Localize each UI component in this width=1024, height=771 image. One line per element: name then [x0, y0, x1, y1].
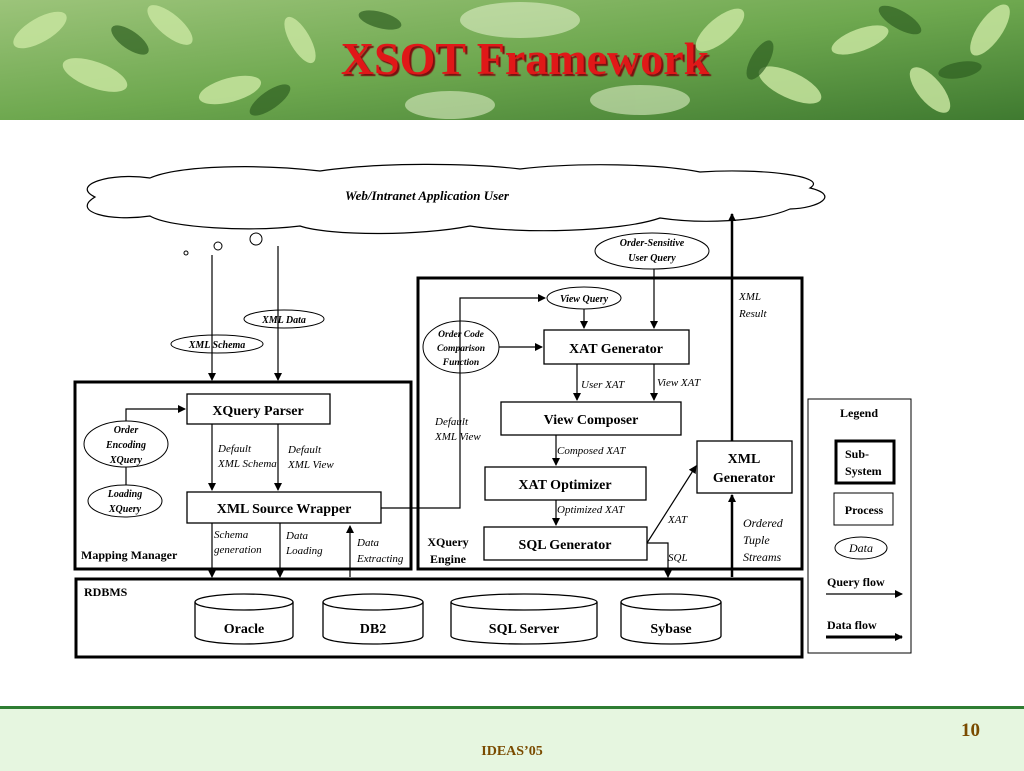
- legend: Legend Sub- System Process Data Query fl…: [807, 398, 912, 654]
- legend-title: Legend: [840, 406, 878, 420]
- legend-process-swatch: [833, 492, 894, 526]
- process-xml-source-wrapper: XML Source Wrapper: [186, 491, 382, 524]
- slide-title: XSOT Framework: [340, 33, 710, 84]
- database-label: Sybase: [650, 622, 691, 637]
- process-label: XQuery Parser: [212, 404, 303, 419]
- legend-data-swatch: [834, 536, 888, 560]
- xquery-engine-label-2: Engine: [430, 552, 467, 566]
- leaf-background-image: [0, 0, 1024, 120]
- edge-label: SQL: [668, 552, 688, 564]
- xquery-engine-box: [416, 276, 804, 571]
- data-order-sensitive-user-query: Order-Sensitive User Query: [594, 232, 710, 270]
- data-label: XML Data: [261, 315, 306, 326]
- process-label: XAT Optimizer: [518, 478, 611, 493]
- mapping-manager-label: Mapping Manager: [81, 548, 178, 562]
- database-label: Oracle: [224, 622, 264, 637]
- edge-label: View XAT: [657, 377, 701, 389]
- edge-label: XML: [738, 291, 761, 303]
- data-label: User Query: [628, 253, 676, 264]
- edge-label: Data: [356, 537, 380, 549]
- edge-label: Data: [285, 530, 309, 542]
- mapping-manager-box: [73, 380, 413, 571]
- footer-bar: [0, 706, 1024, 771]
- data-label: XML Schema: [188, 340, 246, 351]
- edge-label: Composed XAT: [557, 445, 626, 457]
- page-number: 10: [961, 720, 980, 741]
- data-label: Comparison: [437, 344, 485, 354]
- database-oracle: Oracle: [194, 593, 294, 645]
- rdbms-label: RDBMS: [84, 585, 128, 599]
- legend-label: Process: [845, 503, 884, 517]
- edge-label: Default: [287, 444, 322, 456]
- process-xquery-parser: XQuery Parser: [186, 393, 331, 425]
- legend-subsystem-swatch: [834, 439, 896, 485]
- legend-label: System: [845, 464, 882, 478]
- edge-label: Loading: [285, 545, 323, 557]
- data-label: View Query: [560, 294, 609, 305]
- data-label: Order Code: [438, 330, 484, 340]
- edge-label: generation: [214, 544, 262, 556]
- database-sql-server: SQL Server: [450, 593, 598, 645]
- data-label: XQuery: [108, 504, 142, 515]
- data-label: XQuery: [109, 455, 143, 466]
- edge-label: Schema: [214, 529, 249, 541]
- legend-label: Query flow: [827, 575, 885, 589]
- data-label: Loading: [107, 489, 142, 500]
- edge-labels: Default XML Schema Default XML View Defa…: [214, 291, 784, 565]
- header-banner: [0, 0, 1024, 120]
- edge-label: Result: [738, 308, 767, 320]
- edge-label: XML View: [434, 431, 481, 443]
- process-sql-generator: SQL Generator: [483, 526, 648, 561]
- user-cloud: Web/Intranet Application User: [86, 163, 826, 256]
- edge-label: XML View: [287, 459, 334, 471]
- legend-label: Data flow: [827, 618, 877, 632]
- edge-label: Default: [434, 416, 469, 428]
- edge-label: Streams: [743, 550, 782, 564]
- data-label: Order: [114, 425, 139, 436]
- process-xml-generator: XML Generator: [696, 440, 793, 494]
- database-label: SQL Server: [489, 622, 559, 637]
- process-xat-generator: XAT Generator: [543, 329, 690, 365]
- edge-label: XML Schema: [217, 458, 277, 470]
- edge-label: Tuple: [743, 533, 770, 547]
- data-xml-schema: XML Schema: [170, 334, 264, 354]
- edge-label: Extracting: [356, 553, 404, 565]
- edge-label: Ordered: [743, 516, 784, 530]
- xquery-engine-label-1: XQuery: [427, 535, 468, 549]
- architecture-diagram: Web/Intranet Application User Mapping Ma…: [73, 163, 912, 659]
- legend-label: Sub-: [845, 447, 869, 461]
- data-label: Order-Sensitive: [620, 238, 685, 249]
- edge-label: User XAT: [581, 379, 625, 391]
- edge-label: XAT: [667, 514, 688, 526]
- process-label: XAT Generator: [569, 342, 663, 357]
- database-label: DB2: [360, 622, 386, 637]
- process-label: XML: [728, 452, 761, 467]
- user-label: Web/Intranet Application User: [345, 188, 510, 203]
- data-label: Encoding: [105, 440, 146, 451]
- database-sybase: Sybase: [620, 593, 722, 645]
- data-order-encoding-xquery: Order Encoding XQuery: [83, 420, 169, 468]
- data-order-code-comparison: Order Code Comparison Function: [422, 320, 500, 374]
- process-xat-optimizer: XAT Optimizer: [484, 466, 647, 501]
- edge-label: Optimized XAT: [557, 504, 625, 516]
- process-label: View Composer: [544, 413, 639, 428]
- process-label: XML Source Wrapper: [217, 502, 352, 517]
- footer-label: IDEAS’05: [481, 744, 543, 759]
- process-label: Generator: [713, 471, 775, 486]
- data-loading-xquery: Loading XQuery: [87, 484, 163, 518]
- process-label: SQL Generator: [519, 538, 612, 553]
- data-view-query: View Query: [546, 286, 622, 310]
- process-view-composer: View Composer: [500, 401, 682, 436]
- database-db2: DB2: [322, 593, 424, 645]
- legend-label: Data: [848, 541, 873, 555]
- flow-arrows: [125, 246, 697, 578]
- data-xml-data: XML Data: [243, 309, 325, 329]
- rdbms-box: [74, 577, 804, 659]
- edge-label: Default: [217, 443, 252, 455]
